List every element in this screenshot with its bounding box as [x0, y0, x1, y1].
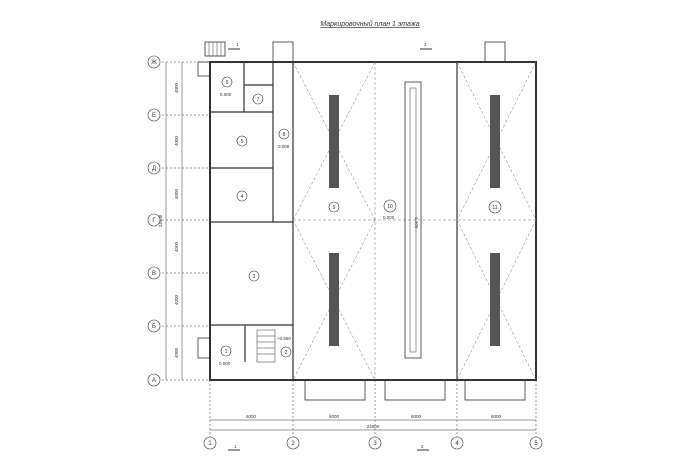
room-6: 6 0.000: [220, 76, 233, 97]
svg-text:6000: 6000: [411, 414, 422, 419]
vestibule-top-1: [272, 41, 294, 63]
svg-text:24000: 24000: [367, 424, 380, 429]
svg-text:0.000: 0.000: [278, 144, 290, 149]
svg-text:0.000: 0.000: [383, 215, 395, 220]
svg-text:8: 8: [283, 132, 286, 138]
svg-text:6000: 6000: [246, 414, 257, 419]
room-4: 4: [236, 190, 248, 202]
room-3: 3: [248, 270, 260, 282]
internal-stair: [256, 329, 276, 363]
axis-bubbles-vertical: 1 2 3 4 5: [203, 436, 543, 450]
svg-text:5: 5: [241, 139, 244, 145]
svg-text:1: 1: [234, 444, 237, 449]
outer-wall: [209, 61, 537, 381]
svg-text:7: 7: [257, 97, 260, 103]
svg-text:В: В: [152, 271, 156, 277]
svg-text:4000: 4000: [174, 347, 179, 358]
svg-text:4000: 4000: [174, 135, 179, 146]
vestibule-bottom-3: [464, 379, 526, 401]
drawing-title: Маркировочный план 1 этажа: [320, 20, 419, 28]
svg-text:3: 3: [253, 274, 256, 280]
svg-text:Б: Б: [152, 324, 156, 330]
section-mark-2-bottom: 2: [417, 444, 429, 451]
svg-text:Е: Е: [152, 113, 156, 119]
svg-text:2: 2: [424, 42, 427, 47]
svg-text:+0.860: +0.860: [277, 336, 291, 341]
svg-text:3: 3: [373, 441, 377, 447]
svg-text:0.000: 0.000: [220, 92, 232, 97]
vertical-dimension-chain: [162, 61, 210, 381]
section-mark-2-top: 2: [420, 42, 432, 50]
svg-text:1: 1: [208, 441, 212, 447]
horizontal-dimension-chain: [209, 380, 537, 440]
svg-text:9: 9: [333, 205, 336, 211]
svg-text:10: 10: [387, 204, 393, 210]
svg-text:5: 5: [534, 441, 538, 447]
svg-text:24000: 24000: [158, 214, 163, 227]
room-10: 10 0.000: [383, 199, 397, 220]
interior-walls: [210, 62, 458, 380]
vestibule-top-2: [484, 41, 506, 63]
svg-text:11: 11: [492, 205, 497, 211]
svg-text:0.000: 0.000: [219, 361, 231, 366]
room-9: 9: [328, 201, 340, 213]
vestibule-left: [197, 337, 211, 359]
section-mark-1-bottom: 1: [228, 444, 240, 451]
svg-text:6000: 6000: [491, 414, 502, 419]
room-11: 11: [488, 200, 502, 214]
vestibule-bottom-1: [304, 379, 366, 401]
svg-text:А: А: [152, 378, 156, 384]
svg-text:6: 6: [226, 80, 229, 86]
svg-text:4000: 4000: [174, 188, 179, 199]
svg-text:4000: 4000: [174, 241, 179, 252]
hall-diagonals: [292, 61, 537, 381]
vestibule-bottom-2: [384, 379, 446, 401]
room-8: 8 0.000: [278, 128, 290, 149]
pit: -1.400: [404, 81, 422, 359]
svg-text:Ж: Ж: [151, 60, 157, 66]
svg-text:6000: 6000: [329, 414, 340, 419]
section-mark-1-top: 1: [228, 42, 240, 50]
room-2: 2 +0.860: [277, 336, 291, 358]
svg-text:2: 2: [285, 350, 288, 356]
room-5: 5: [236, 135, 248, 147]
svg-text:4000: 4000: [174, 82, 179, 93]
svg-text:4: 4: [455, 441, 459, 447]
hatched-strips: [329, 95, 500, 346]
axis-bubbles-horizontal: Ж Е Д Г В Б А: [147, 55, 161, 387]
svg-text:2: 2: [291, 441, 295, 447]
room-1: 1 0.000: [219, 345, 232, 366]
svg-text:2: 2: [421, 444, 424, 449]
room-7: 7: [252, 93, 264, 105]
svg-text:1: 1: [225, 349, 228, 355]
svg-text:1: 1: [236, 42, 239, 47]
pit-level: -1.400: [414, 216, 419, 229]
svg-text:4: 4: [241, 194, 244, 200]
svg-text:4000: 4000: [174, 294, 179, 305]
vertical-dimension-labels: 4000 4000 4000 4000 4000 4000 24000: [158, 82, 179, 358]
external-stair-top: [197, 41, 226, 77]
svg-text:Д: Д: [152, 166, 156, 172]
horizontal-dimension-labels: 6000 6000 6000 6000 24000: [246, 414, 502, 429]
svg-text:Г: Г: [152, 218, 156, 224]
